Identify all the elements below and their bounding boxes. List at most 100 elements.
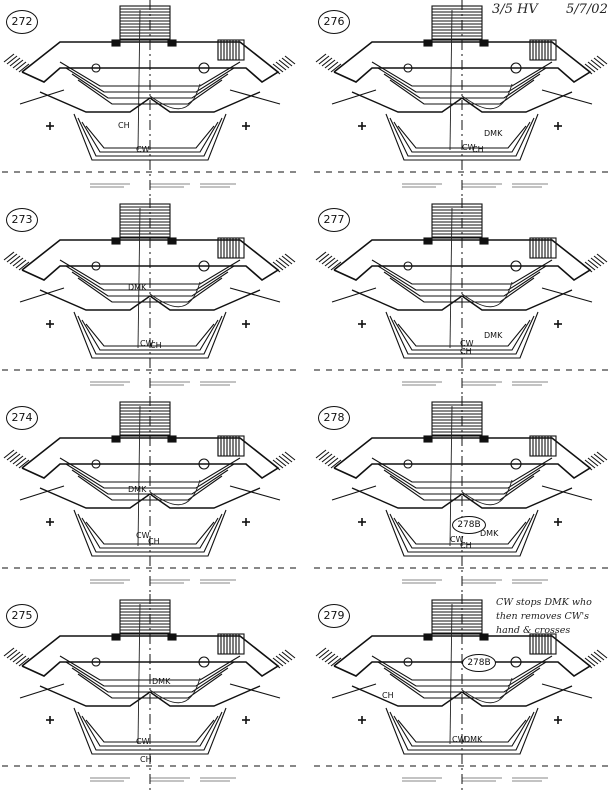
character-label: CW — [136, 145, 150, 154]
character-label: CH — [140, 755, 152, 764]
character-label: CH — [148, 537, 160, 546]
right-stair — [217, 39, 245, 61]
character-label: CH — [118, 121, 130, 130]
right-stair — [217, 435, 245, 457]
storyboard-panel: CH CW 272 — [0, 0, 300, 196]
top-stair — [431, 599, 483, 635]
character-label: CH — [460, 347, 472, 356]
character-label: CW — [452, 735, 466, 744]
top-stair — [119, 203, 171, 239]
title-block — [402, 183, 548, 188]
reference-badge: 278B — [452, 516, 486, 534]
storyboard-panel: DMK CW CH 275 — [0, 594, 300, 790]
character-label: DMK — [464, 735, 483, 744]
panel-diagram: DMK CW CH — [2, 594, 298, 790]
panel-number-badge: 272 — [6, 10, 38, 34]
character-label: CH — [472, 145, 484, 154]
character-label: DMK — [152, 677, 171, 686]
movement-arrows — [137, 207, 201, 349]
character-label: CW — [136, 531, 150, 540]
right-stair — [529, 237, 557, 259]
floor-markers — [46, 122, 250, 130]
panel-diagram: CH CW — [2, 0, 298, 196]
panel-number-badge: 277 — [318, 208, 350, 232]
top-stair — [119, 5, 171, 41]
floor-markers — [358, 716, 562, 724]
character-label: CH — [460, 541, 472, 550]
right-stair — [217, 633, 245, 655]
floor-markers — [46, 320, 250, 328]
panel-number-badge: 273 — [6, 208, 38, 232]
character-label: DMK — [484, 129, 503, 138]
stage-plan — [314, 0, 610, 196]
top-stair — [431, 203, 483, 239]
title-block — [90, 777, 236, 782]
character-label: DMK — [128, 485, 147, 494]
reference-badge: 278B — [462, 654, 496, 672]
movement-arrows — [449, 9, 513, 151]
top-stair — [431, 401, 483, 437]
panel-number-badge: 276 — [318, 10, 350, 34]
character-label: DMK — [128, 283, 147, 292]
floor-markers — [46, 716, 250, 724]
stage-plan — [2, 0, 298, 196]
floor-markers — [358, 122, 562, 130]
character-label: CH — [382, 691, 394, 700]
character-label: CW — [136, 737, 150, 746]
title-block — [90, 579, 236, 584]
panel-number-badge: 279 — [318, 604, 350, 628]
stage-plan — [314, 198, 610, 394]
character-label: CW — [140, 339, 154, 348]
character-label: DMK — [484, 331, 503, 340]
top-stair — [119, 599, 171, 635]
movement-arrows — [137, 405, 201, 547]
character-label: CH — [150, 341, 162, 350]
movement-arrows — [137, 603, 201, 745]
stage-plan — [2, 198, 298, 394]
stage-plan — [314, 594, 610, 790]
movement-arrows — [137, 9, 201, 151]
character-label: DMK — [480, 529, 499, 538]
stage-plan — [2, 594, 298, 790]
right-stair — [529, 633, 557, 655]
movement-arrows — [449, 207, 513, 349]
movement-arrows — [449, 603, 513, 745]
title-block — [90, 381, 236, 386]
title-block — [402, 381, 548, 386]
left-steps — [3, 449, 296, 471]
panel-number-badge: 274 — [6, 406, 38, 430]
right-stair — [217, 237, 245, 259]
movement-arrows — [449, 405, 513, 547]
character-label: CW — [462, 143, 476, 152]
right-stair — [529, 435, 557, 457]
left-steps — [3, 53, 296, 75]
floor-markers — [358, 320, 562, 328]
right-stair — [529, 39, 557, 61]
character-label: CW — [450, 535, 464, 544]
margin-note: CW stops DMK who then removes CW's hand … — [496, 597, 592, 636]
stage-plan — [314, 396, 610, 592]
top-stair — [119, 401, 171, 437]
character-label: CW — [460, 339, 474, 348]
stage-plan — [2, 396, 298, 592]
title-block — [402, 579, 548, 584]
floor-markers — [46, 518, 250, 526]
header-initials: 3/5 HV — [492, 2, 538, 17]
title-block — [90, 183, 236, 188]
panel-number-badge: 278 — [318, 406, 350, 430]
top-stair — [431, 5, 483, 41]
floor-markers — [358, 518, 562, 526]
panel-number-badge: 275 — [6, 604, 38, 628]
